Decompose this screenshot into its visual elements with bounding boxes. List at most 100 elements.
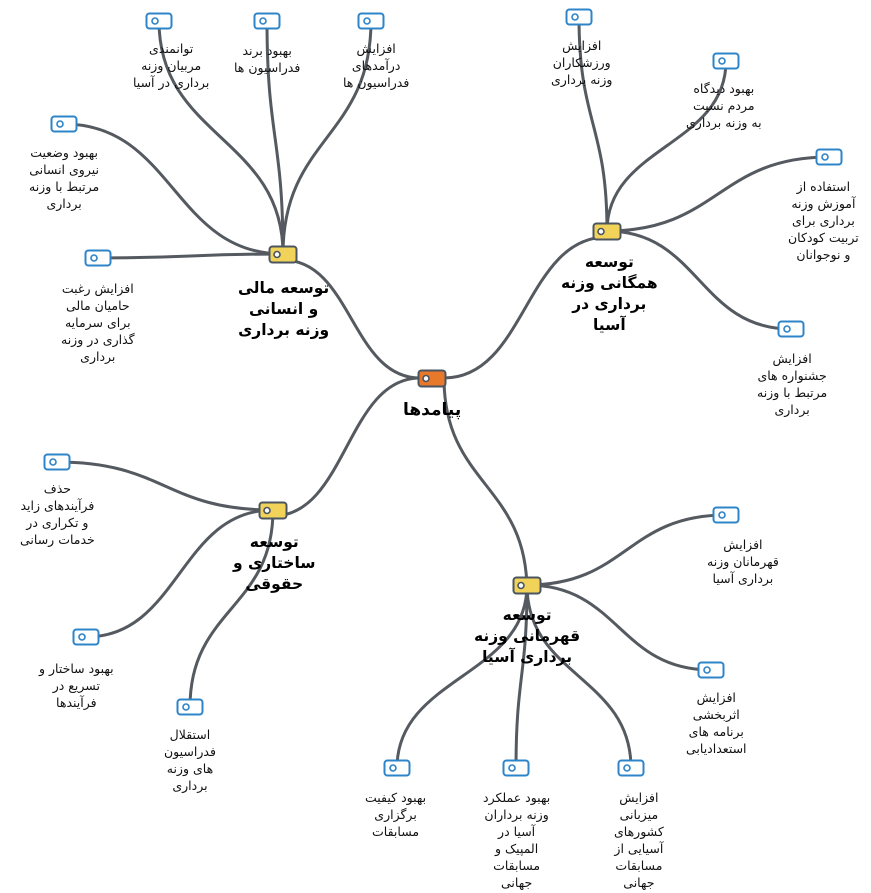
- connector-b3c3: [188, 508, 275, 709]
- subtopic-b4c3-line: مسابقات: [615, 858, 663, 873]
- tag-icon[interactable]: [565, 8, 593, 26]
- subtopic-b1c5-line: فدراسیون ها: [343, 75, 410, 90]
- subtopic-b4c4-line: وزنه برداران: [484, 807, 549, 822]
- connector-b4c4: [514, 583, 529, 770]
- subtopic-b1c2-line: برداری: [46, 196, 82, 211]
- subtopic-b2c3-line: برداری برای: [791, 213, 855, 228]
- subtopic-b4c5-line: برگزاری: [374, 807, 417, 822]
- tag-icon[interactable]: [592, 222, 622, 241]
- subtopic-b2c3-line: آموزش وزنه: [791, 196, 856, 211]
- connector-b4c2: [525, 583, 713, 672]
- tag-icon[interactable]: [417, 369, 447, 388]
- subtopic-b2c2-line: به وزنه برداری: [686, 115, 762, 130]
- subtopic-b1c3-line: مربیان وزنه: [141, 58, 202, 73]
- subtopic-b1c1-line: حامیان مالی: [65, 298, 130, 313]
- subtopic-b1c1-line: برداری: [80, 349, 116, 364]
- connector-b2c1: [577, 15, 609, 233]
- subtopic-b1c4-line: فدراسیون ها: [234, 60, 301, 75]
- subtopic-b1c2-line: مرتبط با وزنه: [29, 179, 100, 194]
- subtopic-b2c3-line: و نوجوانان: [796, 247, 851, 262]
- connector-b3c1: [55, 460, 275, 512]
- connector-b2c2: [605, 59, 728, 233]
- subtopic-b3c3-line: استقلال: [169, 727, 211, 742]
- main-topic-b1-line: توسعه مالی: [238, 279, 330, 297]
- main-topic-b3-line: ساختاری و: [233, 554, 316, 572]
- main-topic-b3-line: حقوقی: [245, 575, 304, 593]
- subtopic-b3c2-line: بهبود ساختار و: [39, 661, 114, 676]
- connector-root-b3: [271, 376, 422, 518]
- subtopic-b4c3-line: جهانی: [623, 875, 655, 890]
- tag-icon[interactable]: [617, 759, 645, 777]
- tag-icon[interactable]: [84, 249, 112, 267]
- subtopic-b1c5-line: افزایش: [356, 41, 396, 56]
- tag-icon[interactable]: [777, 320, 805, 338]
- connector-b4c1: [525, 513, 728, 587]
- subtopic-b3c2-line: تسریع در: [52, 678, 100, 693]
- subtopic-b2c4-line: جشنواره های: [757, 368, 827, 383]
- tag-icon[interactable]: [512, 576, 542, 595]
- main-topic-b1-line: و انسانی: [248, 300, 319, 318]
- connector-root-b1: [281, 258, 422, 380]
- subtopic-b4c1-line: افزایش: [723, 537, 763, 552]
- subtopic-b1c1-line: برای سرمایه: [64, 315, 131, 330]
- subtopic-b1c3-line: توانمندی: [149, 41, 194, 56]
- tag-icon[interactable]: [43, 453, 71, 471]
- connector-b1c3: [157, 19, 285, 256]
- subtopic-b3c1-line: فرآیندهای زاید: [20, 498, 95, 513]
- connector-root-b4: [442, 376, 529, 593]
- main-topic-b2-line: همگانی وزنه: [561, 274, 658, 292]
- tag-icon[interactable]: [50, 115, 78, 133]
- connector-b1c1: [96, 252, 285, 260]
- root-topic-text: پیامدها: [403, 400, 462, 420]
- subtopic-b2c2-line: بهبود دیدگاه: [693, 81, 755, 96]
- connector-b4c5: [395, 583, 529, 770]
- main-topic-b1-line: وزنه برداری: [238, 321, 330, 339]
- tag-icon[interactable]: [357, 12, 385, 30]
- subtopic-b4c5-line: مسابقات: [372, 824, 420, 839]
- subtopic-b4c4-line: جهانی: [501, 875, 533, 890]
- subtopic-b4c1-line: برداری آسیا: [712, 571, 774, 586]
- subtopic-b4c3-line: آسیایی از: [614, 841, 664, 856]
- tag-icon[interactable]: [502, 759, 530, 777]
- subtopic-b4c2-line: افزایش: [696, 690, 736, 705]
- subtopic-b2c4-line: برداری: [774, 402, 810, 417]
- subtopic-b3c3-line: های وزنه: [166, 761, 214, 776]
- main-topic-b2-line: آسیا: [592, 316, 626, 334]
- tag-icon[interactable]: [176, 698, 204, 716]
- tag-icon[interactable]: [72, 628, 100, 646]
- tag-icon[interactable]: [815, 148, 843, 166]
- subtopic-b2c3-line: استفاده از: [796, 179, 851, 194]
- connector-b2c3: [605, 155, 831, 233]
- tag-icon[interactable]: [145, 12, 173, 30]
- tag-icon[interactable]: [258, 501, 288, 520]
- tag-icon[interactable]: [383, 759, 411, 777]
- tag-icon[interactable]: [712, 506, 740, 524]
- tag-icon[interactable]: [697, 661, 725, 679]
- connector-b4c3: [525, 583, 633, 770]
- subtopic-b2c1-line: ورزشکاران: [552, 55, 611, 70]
- connector-root-b2: [442, 235, 609, 380]
- tag-icon[interactable]: [268, 245, 298, 264]
- subtopic-b4c3-line: میزبانی: [619, 807, 659, 822]
- tag-icon[interactable]: [712, 52, 740, 70]
- subtopic-b2c1-line: وزنه برداری: [551, 72, 613, 87]
- tag-icon[interactable]: [253, 12, 281, 30]
- subtopic-b4c3-line: افزایش: [619, 790, 659, 805]
